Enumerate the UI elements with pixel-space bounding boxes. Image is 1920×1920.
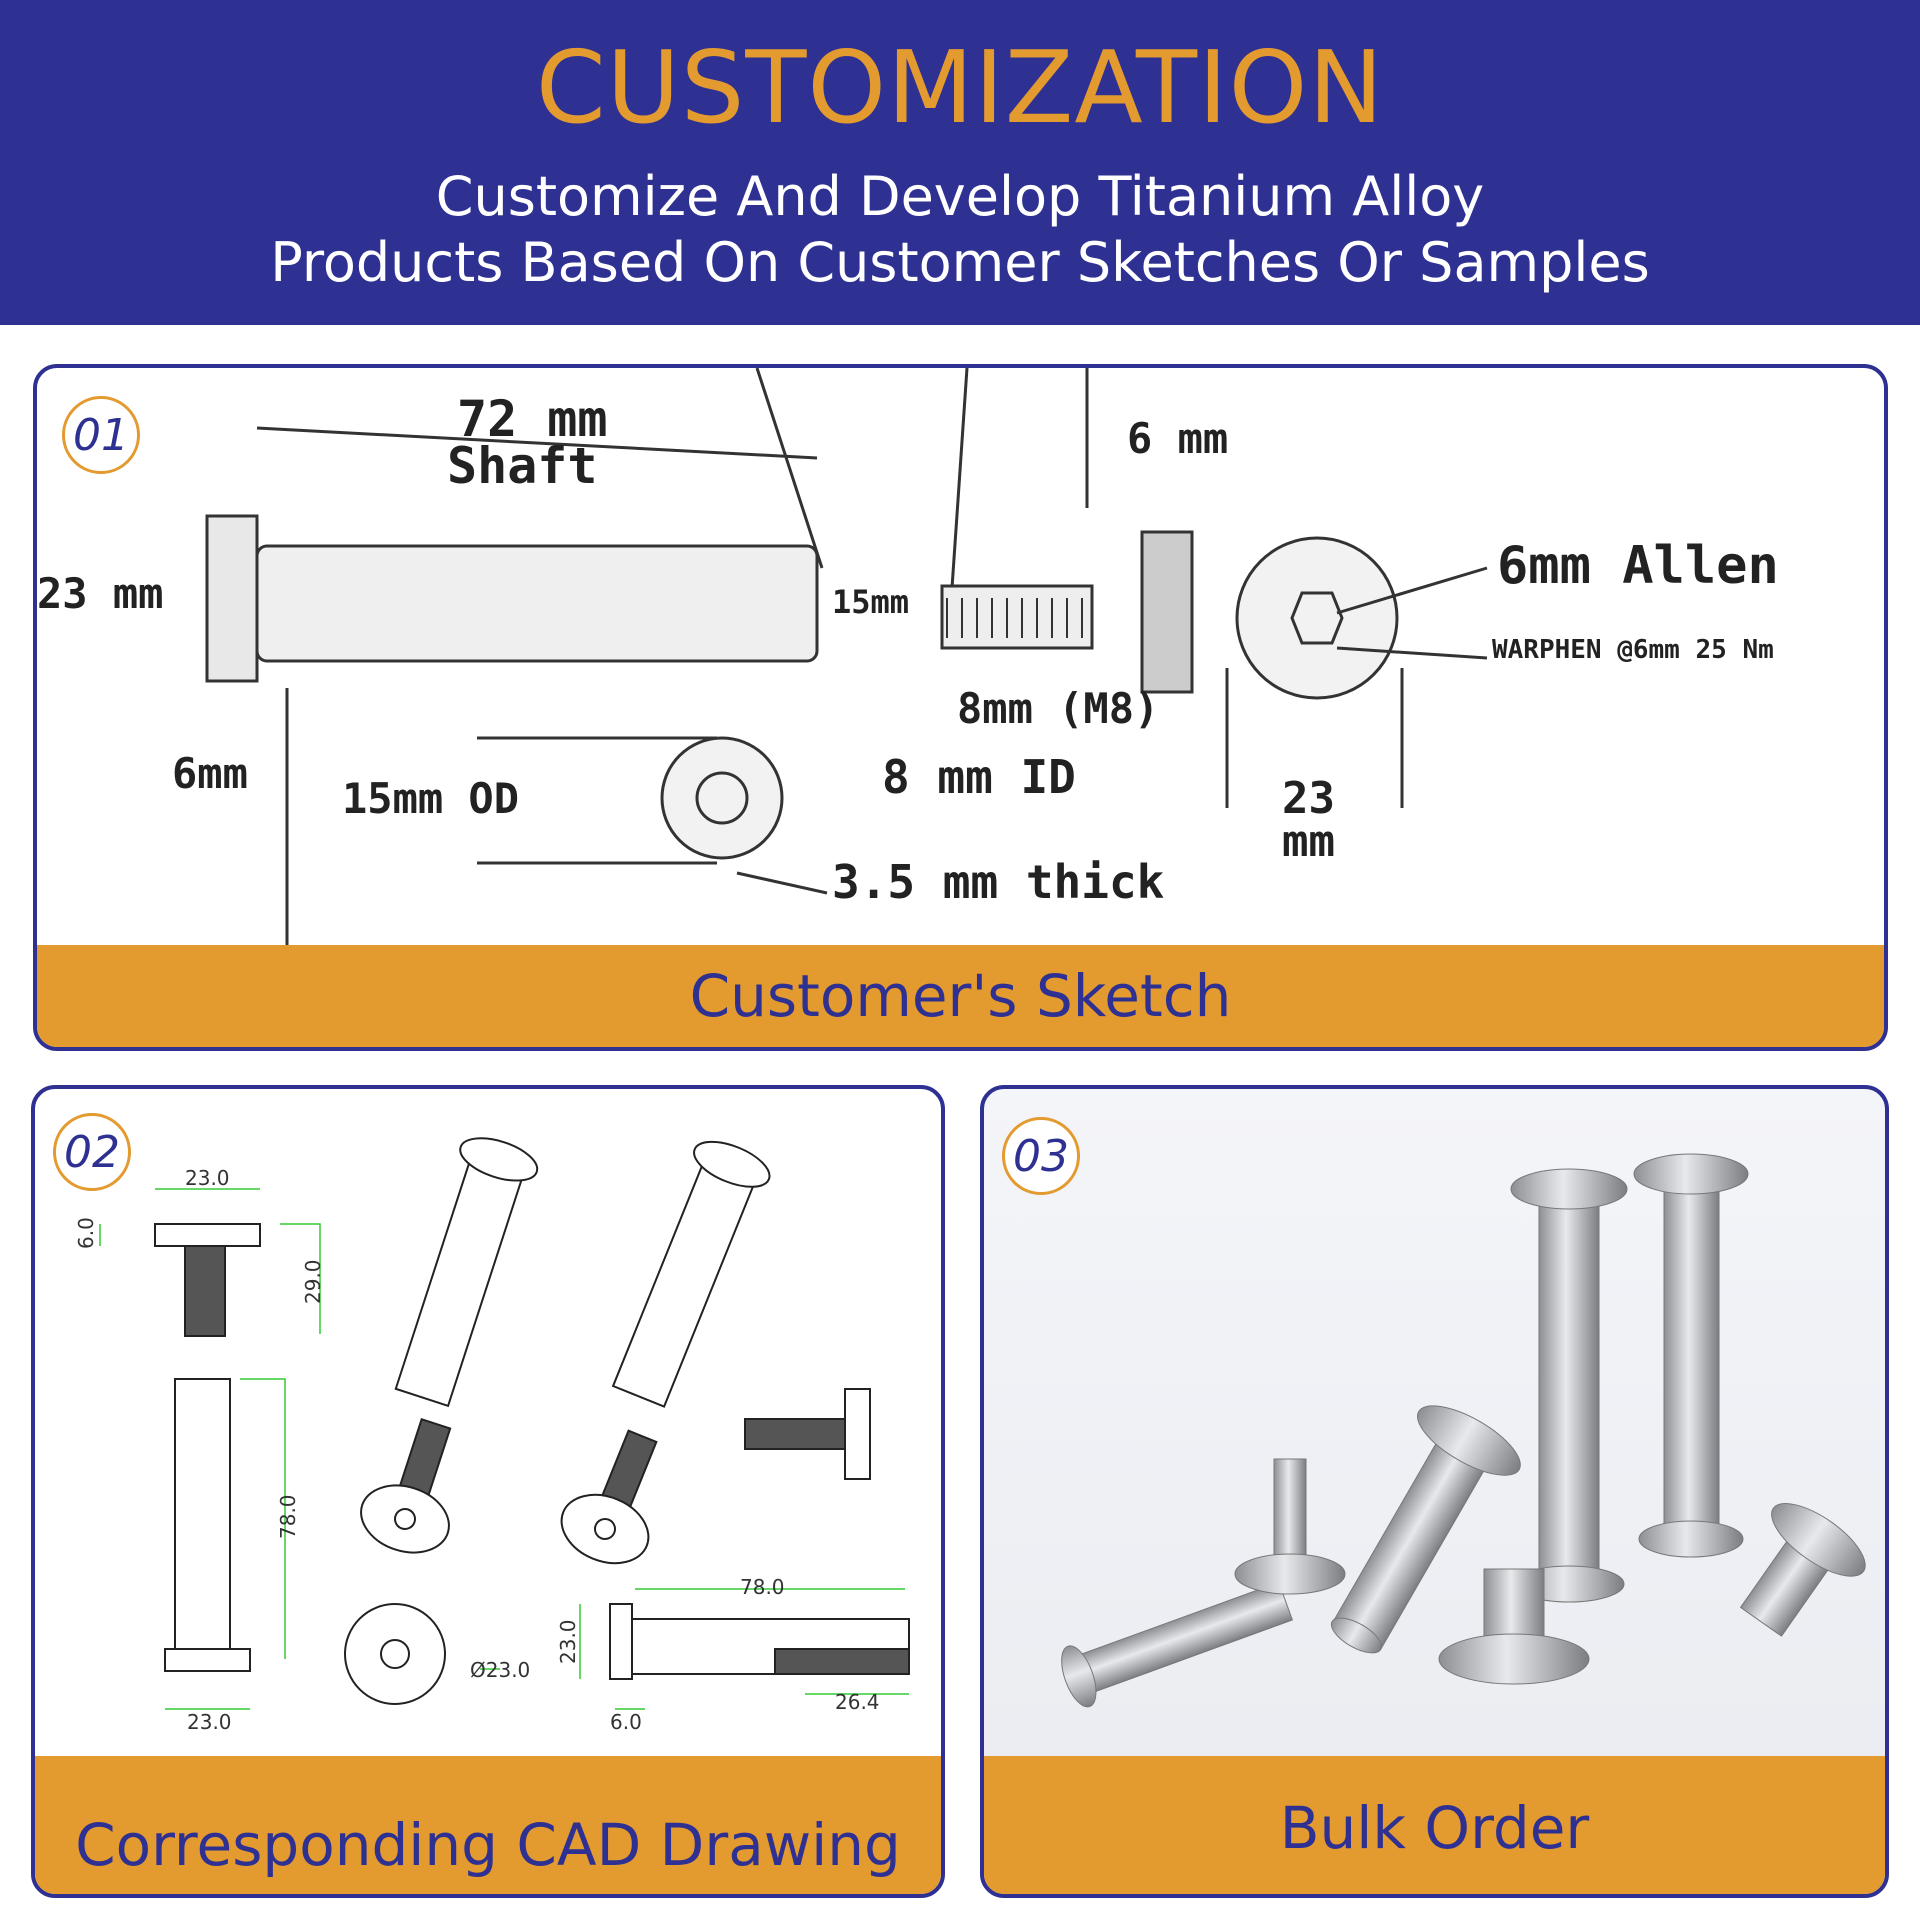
annotation-washer-id: 8 mm ID — [882, 750, 1076, 804]
dim-side-diameter: 23.0 — [556, 1619, 580, 1664]
annotation-washer-od: 15mm OD — [342, 774, 519, 823]
annotation-head-diameter: 23 mm — [37, 569, 163, 618]
dim-sleeve-head-diameter: 23.0 — [187, 1710, 232, 1734]
step-badge-01: 01 — [62, 396, 140, 474]
panel-label-band: Customer's Sketch — [37, 945, 1884, 1047]
annotation-thread: 8mm (M8) — [957, 684, 1159, 733]
panel-cad-drawing: 23.0 6.0 29.0 78.0 23.0 Ø23.0 78.0 23.0 … — [31, 1085, 945, 1898]
panel-label-band: Bulk Order — [984, 1756, 1885, 1894]
step-badge-02: 02 — [53, 1113, 131, 1191]
dim-side-head-thickness: 6.0 — [610, 1710, 642, 1734]
dim-screw-head-diameter: 23.0 — [185, 1166, 230, 1190]
subtitle-line-2: Products Based On Customer Sketches Or S… — [270, 231, 1650, 294]
annotation-shaft-diameter: 15mm — [832, 583, 909, 621]
sketch-drawing: 72 mm Shaft 6 mm 23 mm 15mm 6mm Allen WA… — [37, 368, 1779, 958]
dim-screw-head-thickness: 6.0 — [74, 1217, 98, 1249]
dim-thread-length: 26.4 — [835, 1690, 880, 1714]
panel-customer-sketch: 72 mm Shaft 6 mm 23 mm 15mm 6mm Allen WA… — [33, 364, 1888, 1051]
panel-label-band: Corresponding CAD Drawing — [35, 1756, 941, 1894]
annotation-marking: WARPHEN @6mm 25 Nm — [1492, 635, 1774, 665]
annotation-shaft: Shaft — [447, 437, 598, 495]
dim-sleeve-length: 78.0 — [276, 1494, 300, 1539]
cad-drawing: 23.0 6.0 29.0 78.0 23.0 Ø23.0 78.0 23.0 … — [74, 1137, 910, 1734]
annotation-allen: 6mm Allen — [1497, 536, 1779, 596]
annotation-cap-diameter: 23 — [1282, 773, 1335, 824]
dim-side-length: 78.0 — [740, 1575, 785, 1599]
annotation-cap-unit: mm — [1282, 816, 1335, 867]
product-photo — [1061, 1153, 1866, 1708]
dim-cap-diameter: Ø23.0 — [470, 1658, 530, 1682]
step-badge-03: 03 — [1002, 1117, 1080, 1195]
dim-screw-length: 29.0 — [301, 1259, 325, 1304]
annotation-head-thickness: 6mm — [172, 749, 248, 798]
annotation-washer-thickness: 3.5 mm thick — [832, 855, 1164, 909]
annotation-head-width: 6 mm — [1127, 414, 1228, 463]
subtitle-line-1: Customize And Develop Titanium Alloy — [435, 165, 1485, 228]
page-title: CUSTOMIZATION — [535, 29, 1385, 146]
panel-bulk-order: 03 Bulk Order — [980, 1085, 1889, 1898]
annotation-shaft-length: 72 mm — [457, 390, 608, 448]
header-banner: CUSTOMIZATION Customize And Develop Tita… — [0, 0, 1920, 325]
